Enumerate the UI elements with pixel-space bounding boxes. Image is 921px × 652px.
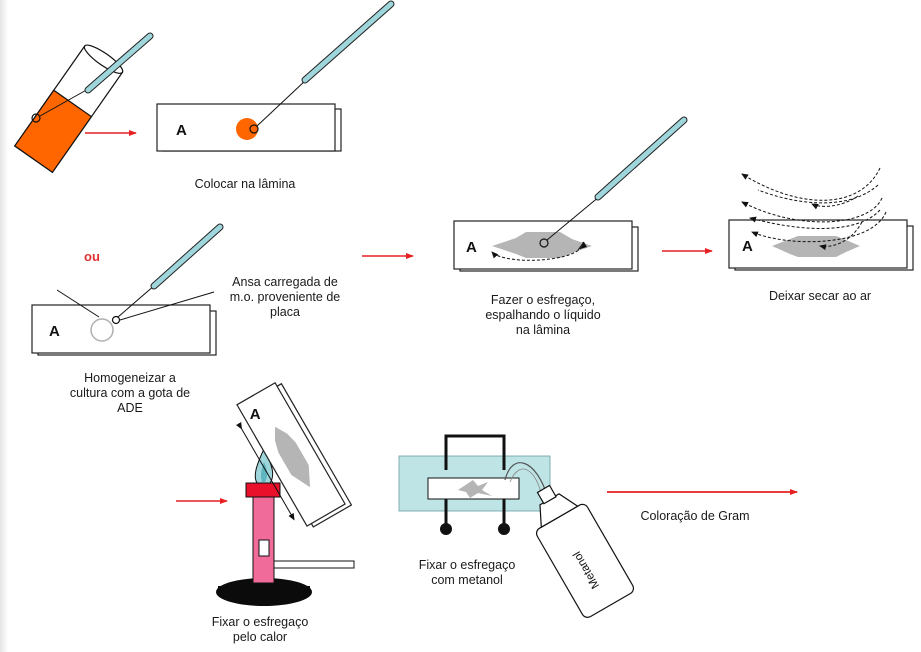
methanol-bottle-icon: Metanol: [535, 484, 635, 618]
caption-loop-from-plate: Ansa carregada de m.o. proveniente de pl…: [229, 275, 341, 319]
glass-slide-icon: A: [728, 219, 914, 271]
slide-label: A: [742, 238, 753, 255]
pointer-line: [119, 291, 215, 321]
test-tube-icon: [13, 44, 124, 174]
caption-methanol-fix: Fixar o esfregaço com metanol: [418, 558, 516, 587]
slide-label: A: [466, 239, 477, 256]
or-label: ou: [84, 249, 100, 264]
pointer-line: [56, 289, 100, 318]
slide-label: A: [250, 406, 261, 423]
slide-label: A: [49, 323, 60, 340]
caption-place-on-slide: Colocar na lâmina: [194, 177, 296, 191]
inoculating-loop-icon: [117, 223, 224, 318]
smear-spot: [492, 232, 592, 258]
smear-spot: [458, 480, 492, 498]
caption-heat-fix: Fixar o esfregaço pelo calor: [211, 615, 309, 644]
caption-gram-stain: Coloração de Gram: [640, 509, 750, 523]
air-flow-arrows: [741, 167, 887, 251]
glass-slide-icon: A: [235, 381, 353, 528]
methanol-stream: [504, 462, 549, 499]
page-edge-shade: [0, 0, 8, 652]
slide-label: A: [176, 122, 187, 139]
glass-slide-icon: A: [453, 220, 639, 272]
glass-slide-icon: A: [31, 304, 217, 356]
caption-make-smear: Fazer o esfregaço, espalhando o líquido …: [485, 293, 601, 337]
inoculating-loop-icon: [546, 116, 688, 241]
inoculating-loop-icon: [31, 32, 154, 123]
glass-slide-icon: [427, 477, 520, 500]
glass-slide-icon: A: [156, 103, 342, 152]
inoculating-loop-icon: [256, 0, 395, 127]
caption-air-dry: Deixar secar ao ar: [768, 289, 872, 303]
caption-homogenize: Homogeneizar a cultura com a gota de ADE: [69, 371, 191, 415]
